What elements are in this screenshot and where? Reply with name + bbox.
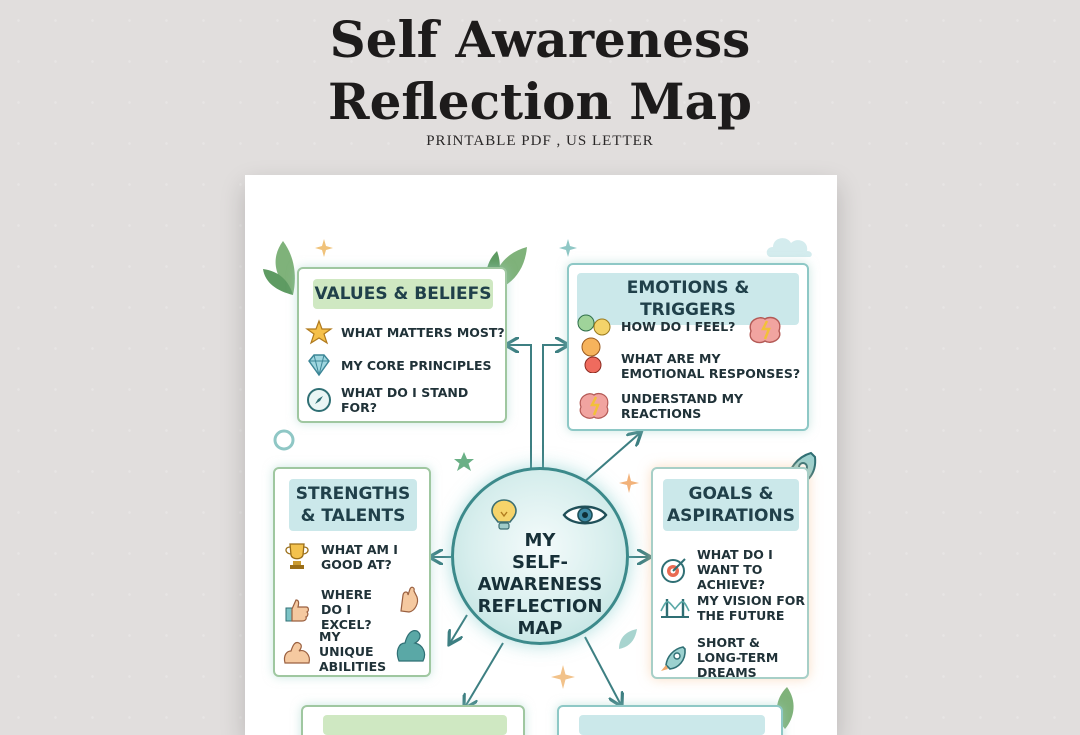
arrow-bottom-left bbox=[465, 642, 504, 707]
rocket-icon bbox=[661, 645, 686, 671]
card-bottom-right-partial bbox=[557, 705, 783, 735]
compass-icon bbox=[307, 388, 331, 412]
list-item: WHAT MATTERS MOST? bbox=[305, 319, 505, 345]
list-item: WHAT DO I WANT TO ACHIEVE? bbox=[659, 547, 807, 592]
list-item: WHAT ARE MY EMOTIONAL RESPONSES? bbox=[621, 351, 801, 381]
list-item: WHAT AM I GOOD AT? bbox=[283, 541, 399, 573]
eye-icon bbox=[562, 505, 608, 525]
card-heading: STRENGTHS & TALENTS bbox=[289, 479, 417, 531]
page-title-line-1: Self Awareness bbox=[329, 10, 751, 69]
list-item: SHORT & LONG-TERM DREAMS bbox=[659, 635, 805, 680]
trophy-icon bbox=[285, 543, 309, 569]
sparkle-icon bbox=[559, 239, 577, 257]
page-title-line-2: Reflection Map bbox=[328, 72, 752, 131]
sparkle-icon bbox=[551, 665, 575, 689]
muscle-arm-icon bbox=[283, 641, 310, 664]
target-icon bbox=[661, 557, 686, 583]
arrow-to-values bbox=[507, 345, 532, 473]
list-item: WHERE DO I EXCEL? bbox=[283, 587, 397, 632]
emotion-faces-icon bbox=[577, 314, 611, 373]
brain-icon bbox=[579, 392, 609, 419]
arrow-lower-left bbox=[450, 614, 468, 643]
lightbulb-icon bbox=[491, 499, 517, 530]
printable-sheet-preview: VALUES & BELIEFS WHAT MATTERS MOST? MY C… bbox=[245, 175, 837, 735]
list-item: MY UNIQUE ABILITIES bbox=[281, 629, 395, 674]
list-item: WHAT DO I STAND FOR? bbox=[305, 385, 505, 415]
card-bottom-left-partial bbox=[301, 705, 525, 735]
arrow-to-emotions bbox=[542, 345, 567, 473]
page-subtitle: PRINTABLE PDF , US LETTER bbox=[426, 133, 654, 149]
cloud-icon bbox=[766, 238, 812, 257]
thumbs-up-icon bbox=[285, 598, 309, 622]
card-goals-aspirations: GOALS & ASPIRATIONS WHAT DO I WANT TO AC… bbox=[651, 467, 809, 680]
diamond-icon bbox=[308, 354, 330, 377]
bridge-icon bbox=[660, 599, 690, 618]
leaf-cluster-icon bbox=[263, 241, 295, 295]
star-icon bbox=[305, 319, 333, 345]
brain-icon bbox=[749, 316, 781, 344]
hub-title: MY SELF-AWARENESS REFLECTION MAP bbox=[477, 530, 603, 639]
list-item: MY VISION FOR THE FUTURE bbox=[659, 593, 807, 623]
sparkle-icon bbox=[315, 239, 333, 257]
sparkle-icon bbox=[619, 473, 639, 493]
leaf-icon bbox=[619, 629, 637, 649]
card-heading bbox=[579, 715, 765, 735]
star-deco-icon bbox=[454, 452, 474, 471]
list-item: UNDERSTAND MY REACTIONS bbox=[577, 391, 807, 421]
center-hub-circle: MY SELF-AWARENESS REFLECTION MAP bbox=[451, 467, 629, 645]
card-heading: GOALS & ASPIRATIONS bbox=[663, 479, 799, 531]
list-item: HOW DO I FEEL? bbox=[621, 319, 736, 334]
card-heading: VALUES & BELIEFS bbox=[313, 279, 493, 309]
arrow-bottom-right bbox=[584, 636, 621, 705]
card-emotions-triggers: EMOTIONS & TRIGGERS HOW DO I FEEL? WHAT … bbox=[567, 263, 809, 431]
card-heading: EMOTIONS & TRIGGERS bbox=[577, 273, 799, 325]
card-heading bbox=[323, 715, 507, 735]
list-item: MY CORE PRINCIPLES bbox=[305, 353, 492, 377]
muscle-arm-icon bbox=[396, 630, 426, 662]
clapping-hands-icon bbox=[400, 586, 419, 613]
card-strengths-talents: STRENGTHS & TALENTS WHAT AM I GOOD AT? W… bbox=[273, 467, 431, 677]
bubble-icon bbox=[273, 429, 295, 451]
card-values-beliefs: VALUES & BELIEFS WHAT MATTERS MOST? MY C… bbox=[297, 267, 507, 423]
